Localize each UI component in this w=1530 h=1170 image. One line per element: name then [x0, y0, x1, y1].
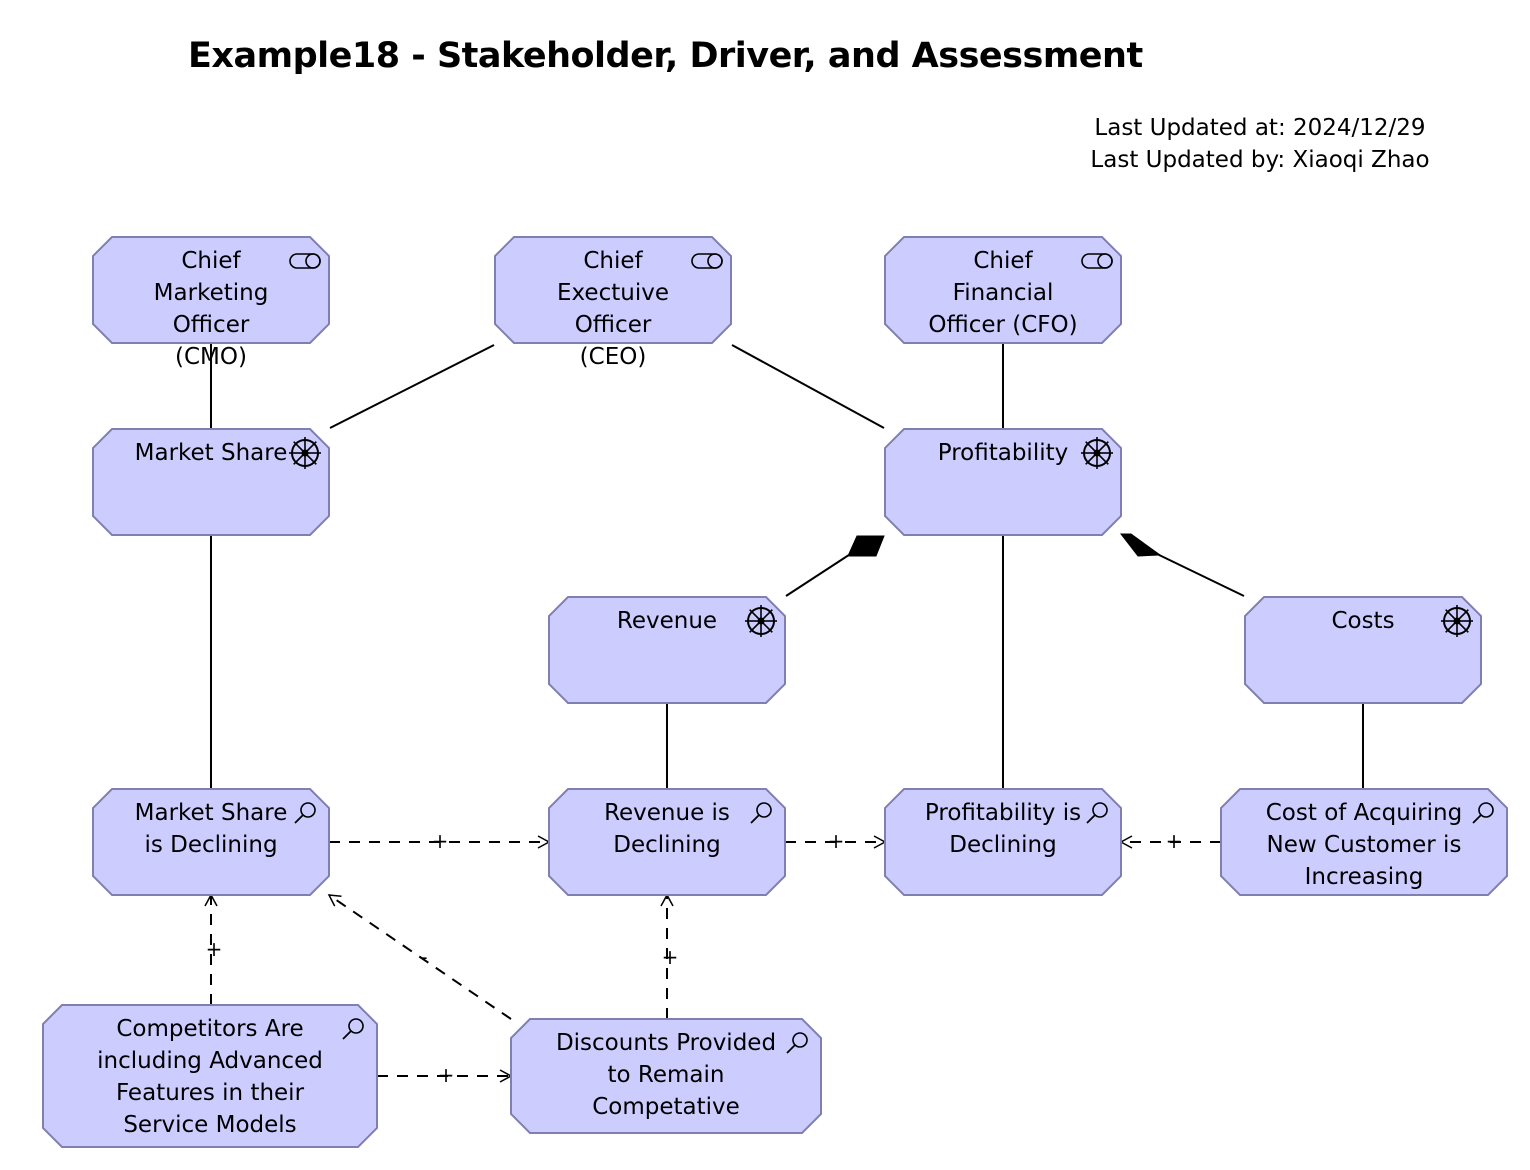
assessment-icon	[294, 802, 316, 824]
node-shape-market-share	[92, 428, 330, 536]
node-shape-cost-increasing	[1220, 788, 1508, 896]
node-prof-declining[interactable]: Profitability is Declining	[885, 789, 1121, 895]
elements-layer	[42, 236, 1508, 1148]
influence-sign-label: -	[420, 945, 427, 969]
node-shape-cfo	[884, 236, 1122, 344]
node-cmo[interactable]: Chief Marketing Officer (CMO)	[93, 237, 329, 370]
node-label: Costs	[1331, 608, 1395, 634]
last-updated-by: Last Updated by: Xiaoqi Zhao	[1090, 147, 1430, 173]
node-label: Profitability is Declining	[924, 800, 1082, 858]
composition-diamond	[847, 535, 885, 557]
node-label: Chief Marketing Officer (CMO)	[153, 248, 269, 370]
driver-icon	[745, 605, 777, 637]
assessment-icon	[750, 802, 772, 824]
node-shape-discounts	[510, 1018, 822, 1134]
node-rev-declining[interactable]: Revenue is Declining	[549, 789, 785, 895]
influence-sign-label: +	[1166, 829, 1183, 853]
relations-layer: + + + + - + +	[204, 343, 1364, 1087]
node-revenue[interactable]: Revenue	[549, 597, 785, 703]
assessment-icon	[786, 1032, 808, 1054]
influence-sign-label: +	[432, 829, 449, 853]
node-ms-declining[interactable]: Market Share is Declining	[93, 789, 329, 895]
node-costs[interactable]: Costs	[1245, 597, 1481, 703]
influence-sign-label: +	[662, 945, 679, 969]
node-label: Market Share	[134, 440, 288, 466]
node-label: Revenue is Declining	[604, 800, 730, 858]
node-shape-ceo	[494, 236, 732, 344]
node-shape-rev-declining	[548, 788, 786, 896]
node-cost-increasing[interactable]: Cost of Acquiring New Customer is Increa…	[1221, 789, 1507, 895]
node-shape-ms-declining	[92, 788, 330, 896]
node-shape-competitors	[42, 1004, 378, 1148]
node-label: Chief Financial Officer (CFO)	[928, 248, 1078, 338]
node-shape-prof-declining	[884, 788, 1122, 896]
relation-association-3	[731, 344, 885, 429]
node-shape-profitability	[884, 428, 1122, 536]
relation-composition-6	[1154, 552, 1245, 597]
node-shape-cmo	[92, 236, 330, 344]
update-info: Last Updated at: 2024/12/29 Last Updated…	[1090, 112, 1430, 176]
influence-sign-label: +	[828, 829, 845, 853]
node-shape-costs	[1244, 596, 1482, 704]
node-label: Competitors Are including Advanced Featu…	[97, 1016, 323, 1138]
assessment-icon	[1086, 802, 1108, 824]
composition-diamond	[1119, 533, 1162, 557]
diagram-title: Example18 - Stakeholder, Driver, and Ass…	[188, 36, 1143, 76]
node-label: Cost of Acquiring New Customer is Increa…	[1265, 800, 1463, 890]
driver-icon	[1441, 605, 1473, 637]
node-ceo[interactable]: Chief Exectuive Officer (CEO)	[495, 237, 731, 370]
last-updated-at: Last Updated at: 2024/12/29	[1094, 115, 1426, 141]
assessment-icon	[342, 1018, 364, 1040]
relation-composition-5	[785, 550, 856, 597]
node-profitability[interactable]: Profitability	[885, 429, 1121, 535]
driver-icon	[289, 437, 321, 469]
stakeholder-icon	[289, 253, 321, 269]
node-cfo[interactable]: Chief Financial Officer (CFO)	[885, 237, 1121, 343]
node-shape-revenue	[548, 596, 786, 704]
node-label: Chief Exectuive Officer (CEO)	[557, 248, 669, 370]
stakeholder-icon	[691, 253, 723, 269]
assessment-icon	[1472, 802, 1494, 824]
node-competitors[interactable]: Competitors Are including Advanced Featu…	[43, 1005, 377, 1147]
node-discounts[interactable]: Discounts Provided to Remain Competative	[511, 1019, 821, 1133]
node-label: Profitability	[937, 440, 1069, 466]
relation-association-2	[329, 344, 495, 429]
node-label: Revenue	[616, 608, 718, 634]
influence-sign-label: +	[206, 937, 223, 961]
influence-sign-label: +	[438, 1063, 455, 1087]
stakeholder-icon	[1081, 253, 1113, 269]
node-label: Discounts Provided to Remain Competative	[555, 1030, 777, 1120]
node-label: Market Share is Declining	[134, 800, 288, 858]
node-market-share[interactable]: Market Share	[93, 429, 329, 535]
relation-influence-15	[327, 894, 512, 1020]
driver-icon	[1081, 437, 1113, 469]
